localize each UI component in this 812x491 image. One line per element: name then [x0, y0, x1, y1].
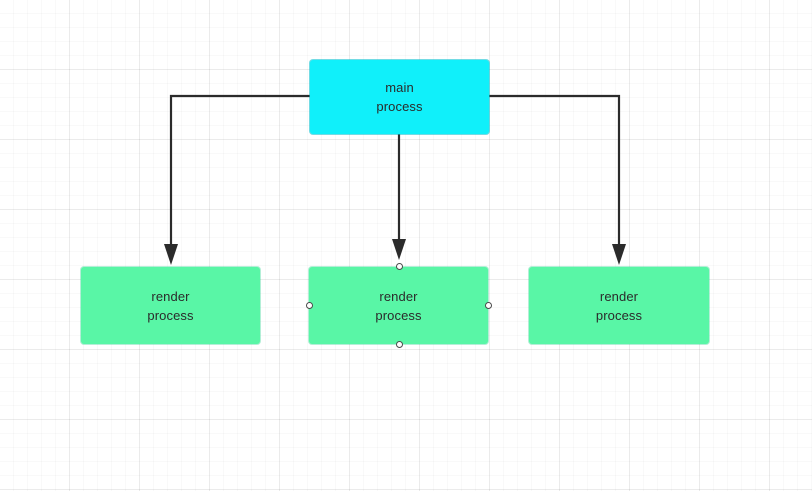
- edge-main-to-right[interactable]: [489, 94, 626, 265]
- arrowhead-icon: [392, 239, 406, 260]
- node-main-process[interactable]: main process: [310, 60, 489, 134]
- arrowhead-icon: [612, 244, 626, 265]
- node-render-process-right[interactable]: render process: [529, 267, 709, 344]
- node-label-line: render: [379, 288, 418, 304]
- anchor-handle-right[interactable]: [484, 301, 492, 309]
- node-render-process-left[interactable]: render process: [81, 267, 260, 344]
- anchor-handle-left[interactable]: [305, 301, 313, 309]
- node-label-line: render: [151, 288, 190, 304]
- node-label-line: process: [376, 99, 423, 114]
- edge-main-to-left[interactable]: [164, 94, 310, 265]
- edge-main-to-middle[interactable]: [392, 134, 406, 260]
- node-label-line: process: [147, 307, 194, 323]
- node-label-line: process: [595, 307, 643, 323]
- node-label-line: process: [375, 307, 422, 323]
- anchor-handle-top[interactable]: [395, 262, 403, 270]
- node-label-line: main: [385, 80, 414, 95]
- node-label-line: render: [599, 288, 639, 304]
- arrowhead-icon: [164, 244, 178, 265]
- node-render-process-middle[interactable]: render process: [309, 267, 488, 344]
- anchor-handle-bottom[interactable]: [395, 340, 403, 348]
